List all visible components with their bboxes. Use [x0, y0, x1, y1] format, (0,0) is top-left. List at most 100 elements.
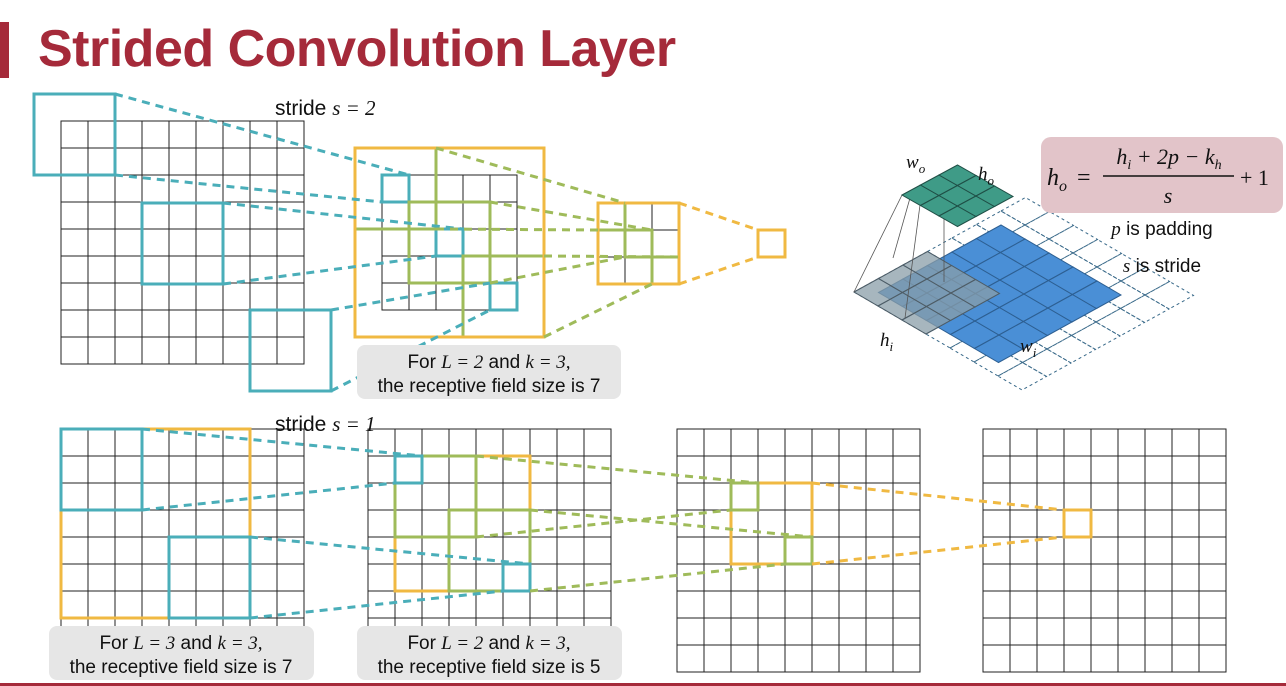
caption-box-b	[357, 626, 622, 680]
connector	[114, 92, 410, 177]
green-box-b2-1	[393, 454, 478, 539]
projection-line	[892, 197, 911, 259]
iso-cell	[996, 361, 1048, 391]
formula-lhs: ho	[1047, 165, 1067, 195]
projection-lines	[853, 194, 945, 319]
connector	[811, 535, 1065, 566]
formula-equals: =	[1077, 165, 1091, 191]
teal-box-input-2	[140, 201, 225, 286]
output-feature-map	[900, 164, 1015, 228]
iso-cell	[1045, 334, 1097, 364]
iso-cell	[1095, 252, 1147, 282]
orange-frame-b1	[59, 427, 252, 620]
connector	[475, 508, 732, 539]
output-cell-stride1	[1062, 508, 1093, 539]
note-padding: p is padding	[1109, 219, 1212, 240]
iso-cell	[1071, 238, 1123, 268]
kernel-window	[852, 250, 1001, 335]
teal-box-b1-1	[59, 427, 144, 512]
iso-cell	[1021, 348, 1073, 378]
teal-box-input-3	[248, 308, 333, 393]
hidden-grid-stride2	[381, 174, 518, 311]
green-box-hidden-1	[353, 146, 438, 231]
teal-cell-b2-1	[393, 454, 424, 485]
connector	[529, 562, 786, 593]
slide-title: Strided Convolution Layer	[38, 20, 676, 78]
label-wo: wo	[906, 152, 926, 176]
formula-denominator: s	[1164, 183, 1173, 208]
connector	[678, 255, 759, 286]
iso-cell	[1143, 280, 1195, 310]
teal-cell-hidden-2	[434, 227, 465, 258]
formula-plus-one: + 1	[1240, 165, 1269, 190]
caption-line1-stride2: For L = 2 and k = 3,	[407, 352, 570, 373]
teal-cell-hidden-3	[488, 281, 519, 312]
grid-border	[597, 202, 680, 285]
teal-cell-b2-2	[501, 562, 532, 593]
conv-3d-figure: wo ho hi wi	[852, 152, 1195, 391]
connector	[222, 201, 464, 231]
caption-box-stride2	[357, 345, 621, 399]
connector	[222, 254, 437, 286]
iso-cell	[1094, 307, 1146, 337]
title-accent-bar	[0, 22, 9, 78]
stride-label-top: stride s = 2	[275, 96, 376, 120]
formula-box	[1041, 137, 1283, 213]
orange-frame-b3	[729, 481, 814, 566]
caption-a-line2: the receptive field size is 7	[70, 657, 293, 678]
connector	[543, 254, 680, 259]
output-size-formula: ho = hi + 2p − kh s + 1 p is padding s i…	[1041, 137, 1283, 277]
grid-border	[676, 428, 921, 673]
output-cell-stride2	[756, 228, 787, 259]
connector	[529, 508, 813, 539]
grid-border	[60, 120, 305, 365]
connector	[435, 146, 626, 205]
caption-b-line1: For L = 2 and k = 3,	[407, 633, 570, 654]
label-hi: hi	[880, 330, 894, 354]
iso-cell	[1119, 266, 1171, 296]
connector	[141, 481, 396, 512]
connector	[489, 200, 653, 232]
connectors-stride1	[141, 427, 1065, 620]
green-box-b2-2	[447, 508, 532, 593]
caption-b-line2: the receptive field size is 5	[378, 657, 601, 678]
iso-cell	[1047, 224, 1099, 254]
label-ho: ho	[978, 164, 995, 188]
output-grid-stride1	[982, 428, 1227, 673]
connector	[678, 201, 759, 232]
hidden2-grid-stride2	[597, 202, 680, 285]
green-cell-hidden2-2	[623, 228, 654, 259]
orange-frame-b2	[393, 454, 532, 593]
caption-line2-stride2: the receptive field size is 7	[378, 376, 601, 397]
orange-frame-hidden2	[596, 201, 681, 286]
grid-border	[381, 174, 518, 311]
connector	[489, 255, 626, 285]
iso-cell	[949, 278, 1001, 308]
iso-cell	[1023, 210, 1075, 240]
connector	[114, 173, 383, 204]
connector	[249, 535, 531, 566]
projection-line	[853, 194, 903, 293]
iso-cell	[1070, 321, 1122, 351]
teal-cell-hidden-1	[380, 173, 411, 204]
projection-line	[904, 204, 921, 319]
green-box-hidden-3	[461, 254, 546, 339]
stride-label-bottom: stride s = 1	[275, 412, 376, 436]
connector	[475, 454, 759, 485]
strided-example: stride s = 2 For L = 2 and k = 3, the re…	[32, 92, 787, 399]
grid-border	[982, 428, 1227, 673]
green-box-hidden-2	[407, 200, 492, 285]
green-cell-b3-2	[783, 535, 814, 566]
teal-box-b1-2	[167, 535, 252, 620]
input-grid-stride2	[60, 120, 305, 365]
connector	[543, 282, 653, 339]
caption-box-a	[49, 626, 314, 680]
orange-frame-hidden	[353, 146, 546, 339]
iso-cell	[1119, 294, 1171, 324]
iso-cell	[974, 185, 1015, 208]
unit-stride-example: stride s = 1 For L = 3 and k = 3, the re…	[49, 412, 1227, 680]
green-cell-hidden2-3	[650, 255, 681, 286]
note-stride: s is stride	[1123, 256, 1201, 277]
